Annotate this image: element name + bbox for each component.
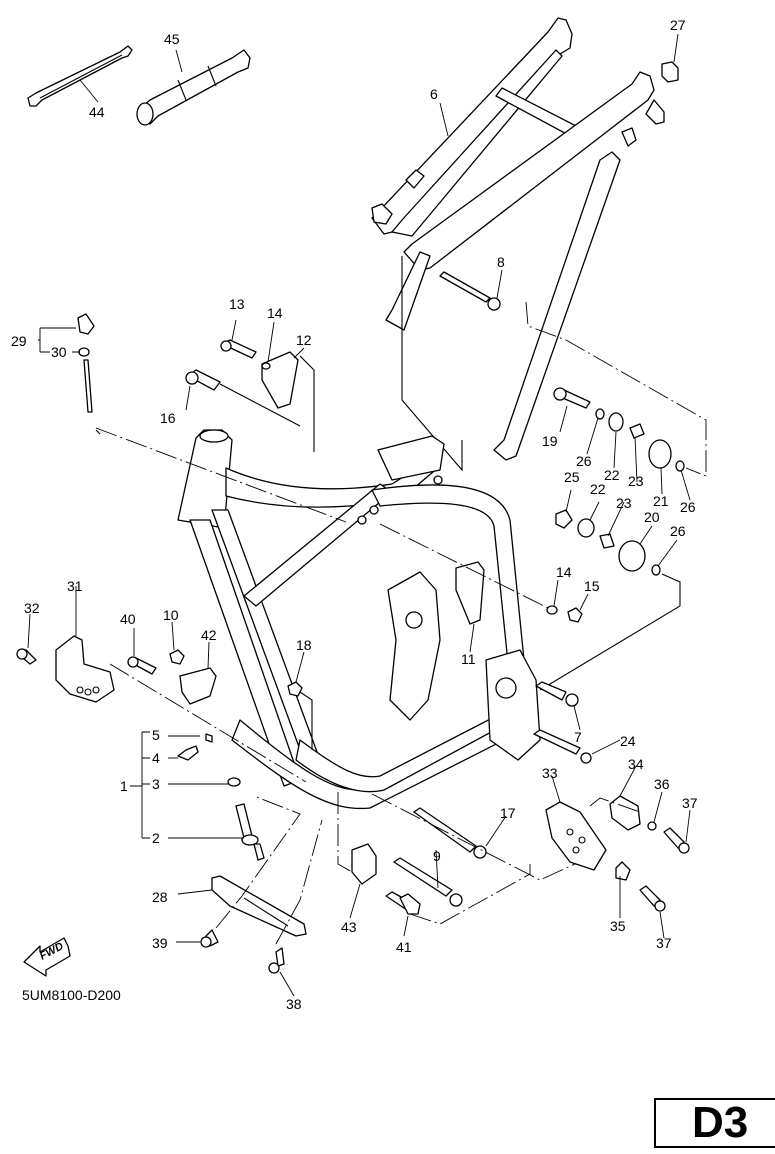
spoke-wrench-tool xyxy=(27,45,133,107)
washer-26c xyxy=(651,564,661,576)
rear-subframe xyxy=(371,17,665,461)
callout-labels: 44 45 6 27 8 13 14 12 16 29 30 19 26 22 … xyxy=(11,17,698,1012)
oil-dipstick xyxy=(77,313,95,413)
forward-direction-arrow: FWD xyxy=(23,937,71,977)
callout-37b: 37 xyxy=(656,935,672,951)
callout-32: 32 xyxy=(24,600,40,616)
page-id-box: D3 xyxy=(654,1098,775,1148)
callout-4: 4 xyxy=(152,750,160,766)
chain-guide-33 xyxy=(545,801,607,871)
callout-26b: 26 xyxy=(680,499,696,515)
engine-guard-31 xyxy=(55,635,115,703)
callout-25: 25 xyxy=(564,469,580,485)
callout-36: 36 xyxy=(654,776,670,792)
bolt-38 xyxy=(275,947,285,967)
callout-33: 33 xyxy=(542,765,558,781)
callout-11: 11 xyxy=(461,651,476,667)
drawing-code: 5UM8100-D200 xyxy=(22,987,121,1003)
callout-29: 29 xyxy=(11,333,27,349)
callout-23a: 23 xyxy=(628,473,644,489)
callout-42: 42 xyxy=(201,627,217,643)
callout-31: 31 xyxy=(67,578,83,594)
collar-21 xyxy=(648,439,672,469)
callout-26c: 26 xyxy=(670,523,686,539)
collar-41 xyxy=(385,891,421,915)
callout-41: 41 xyxy=(396,939,412,955)
engine-mount-12 xyxy=(261,351,299,409)
callout-23b: 23 xyxy=(616,495,632,511)
callout-24: 24 xyxy=(620,733,636,749)
callout-5: 5 xyxy=(152,727,160,743)
callout-35: 35 xyxy=(610,918,626,934)
washer-36 xyxy=(647,821,657,831)
engine-mount-11 xyxy=(455,561,485,625)
callout-45: 45 xyxy=(164,31,180,47)
callout-22b: 22 xyxy=(590,481,606,497)
callout-12: 12 xyxy=(296,332,312,348)
callout-7: 7 xyxy=(574,729,582,745)
callout-38: 38 xyxy=(286,996,302,1012)
callout-3: 3 xyxy=(152,776,160,792)
callout-27: 27 xyxy=(670,17,686,33)
bolt-4 xyxy=(177,745,199,761)
callout-14b: 14 xyxy=(556,564,572,580)
callout-22a: 22 xyxy=(604,467,620,483)
callout-16: 16 xyxy=(160,410,176,426)
bolt-37b xyxy=(639,885,661,907)
callout-1: 1 xyxy=(120,778,128,794)
callout-9: 9 xyxy=(433,848,441,864)
callout-39: 39 xyxy=(152,935,168,951)
callout-20: 20 xyxy=(644,509,660,525)
callout-40: 40 xyxy=(120,611,136,627)
washer-26b xyxy=(675,460,685,472)
nut-15 xyxy=(567,607,583,623)
nut-25 xyxy=(555,509,573,529)
callout-21: 21 xyxy=(653,493,669,509)
bolt-9 xyxy=(393,857,453,897)
callout-30: 30 xyxy=(51,344,67,360)
pivot-bolt-7 xyxy=(535,681,579,707)
bolt-17 xyxy=(413,807,477,853)
callout-18: 18 xyxy=(296,637,312,653)
bracket-43 xyxy=(351,843,377,885)
guide-piece-35 xyxy=(615,861,631,881)
callout-8: 8 xyxy=(497,254,505,270)
skid-plate-28 xyxy=(211,875,307,937)
bolt-37a xyxy=(663,827,685,849)
grommet-27 xyxy=(661,61,679,83)
bushing-23b xyxy=(599,533,615,549)
callout-26a: 26 xyxy=(576,453,592,469)
callout-13: 13 xyxy=(229,296,245,312)
callout-44: 44 xyxy=(89,104,105,120)
washer-5 xyxy=(205,733,213,743)
socket-wrench-tool xyxy=(136,49,251,126)
nut-10 xyxy=(169,649,185,665)
collar-22a xyxy=(608,412,624,432)
washer-26a xyxy=(595,408,605,420)
stand-pin-2 xyxy=(235,803,265,861)
callout-15: 15 xyxy=(584,578,600,594)
callout-14a: 14 xyxy=(267,305,283,321)
collar-20 xyxy=(618,540,646,572)
callout-6: 6 xyxy=(430,86,438,102)
callout-37a: 37 xyxy=(682,795,698,811)
chain-guard-34 xyxy=(609,795,641,831)
main-frame xyxy=(177,429,541,810)
collar-22b xyxy=(577,518,595,538)
callout-43: 43 xyxy=(341,919,357,935)
bolt-8 xyxy=(439,271,501,311)
callout-34: 34 xyxy=(628,756,644,772)
bracket-42 xyxy=(179,667,217,705)
bolt-19 xyxy=(553,387,591,409)
callout-19: 19 xyxy=(542,433,558,449)
callout-2: 2 xyxy=(152,830,160,846)
callout-10: 10 xyxy=(163,607,179,623)
bolt-24 xyxy=(533,729,581,755)
bushing-23a xyxy=(629,423,645,439)
callout-17: 17 xyxy=(500,805,516,821)
washer-3 xyxy=(227,777,241,787)
callout-28: 28 xyxy=(152,889,168,905)
